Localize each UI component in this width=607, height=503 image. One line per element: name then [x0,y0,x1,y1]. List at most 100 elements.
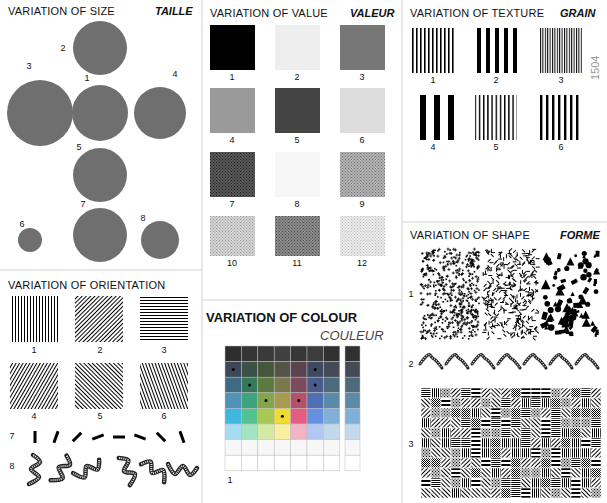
shape-mark [433,284,435,286]
callout-number: 5 [97,412,102,421]
shape-mark [487,337,490,340]
shape-mark [465,265,468,268]
shape-mark [434,306,437,309]
shape-mark [475,287,478,290]
french-heading: VALEUR [350,8,394,19]
shape-wave [498,355,520,368]
colour-cell [291,362,307,378]
shape-mark [525,291,529,292]
shape-cell [481,408,491,418]
shape-mark [466,316,469,319]
shape-mark [510,288,513,291]
shape-cell [581,448,591,458]
shape-mark [453,283,456,286]
texture-square [475,28,517,73]
french-heading: FORME [560,230,600,241]
shape-cell [491,438,501,448]
shape-mark [532,320,536,321]
shape-mark [433,302,435,304]
shape-mark [470,334,473,337]
callout-number: 4 [172,70,177,79]
shape-mark [458,289,461,292]
shape-mark [420,298,423,301]
shape-mark [535,327,536,331]
shape-cell [481,428,491,438]
shape-cell [491,488,501,498]
shape-mark [501,272,502,276]
orientation-square [75,363,123,409]
shape-mark [422,335,424,337]
shape-mark [448,279,451,282]
shape-cell [491,408,501,418]
shape-mark [441,310,444,313]
shape-mark [508,275,509,279]
shape-cell [431,488,441,498]
shape-mark [536,258,540,259]
shape-cell [591,468,601,478]
shape-mark [535,289,538,292]
value-square [340,25,385,70]
shape-mark [440,312,443,315]
shape-cell [421,488,431,498]
colour-cell [258,346,274,362]
shape-mark [472,335,474,337]
shape-mark [465,282,467,284]
shape-mark [536,331,539,334]
colour-cell [225,362,241,378]
shape-mark [421,301,424,304]
shape-mark [503,310,507,311]
shape-mark [430,323,433,326]
colour-cell [258,455,274,471]
shape-cell [561,448,571,458]
shape-mark [445,299,447,301]
colour-cell [225,377,241,393]
shape-cell [571,478,581,488]
colour-cell [291,346,307,362]
shape-mark [433,327,436,330]
shape-cell [571,398,581,408]
shape-mark [463,305,466,308]
shape-mark [514,305,515,309]
shape-mark [496,289,499,292]
shape-mark [496,273,499,276]
shape-mark [497,338,501,339]
shape-mark [422,336,425,339]
shape-mark [467,311,469,313]
shape-mark [503,334,506,337]
shape-mark [532,250,535,253]
shape-cell [541,388,551,398]
shape-mark [453,262,456,265]
shape-cell [511,488,521,498]
shape-mark [431,313,434,316]
shape-mark [540,321,549,329]
shape-mark [521,321,524,324]
shape-mark [455,333,458,336]
shape-mark [520,310,524,311]
shape-mark [452,260,454,262]
shape-mark [582,310,590,318]
shape-mark [455,265,457,267]
shape-cell [431,408,441,418]
colour-cell [274,408,290,424]
shape-mark [534,270,537,273]
shape-mark [453,335,456,338]
shape-cell [431,478,441,488]
callout-number: 4 [430,143,435,152]
shape-mark [498,309,501,312]
shape-mark [455,312,458,315]
shape-cell [591,388,601,398]
shape-mark [507,268,511,269]
shape-cell [471,438,481,448]
shape-mark [434,303,437,306]
shape-cell [501,408,511,418]
colour-cell [307,440,323,456]
shape-cell [581,408,591,418]
shape-mark [454,257,457,260]
shape-cell [551,428,561,438]
shape-mark [475,300,477,302]
shape-mark [514,279,517,282]
shape-mark [488,259,491,262]
shape-mark [496,264,499,267]
shape-wave-dots [524,355,546,368]
